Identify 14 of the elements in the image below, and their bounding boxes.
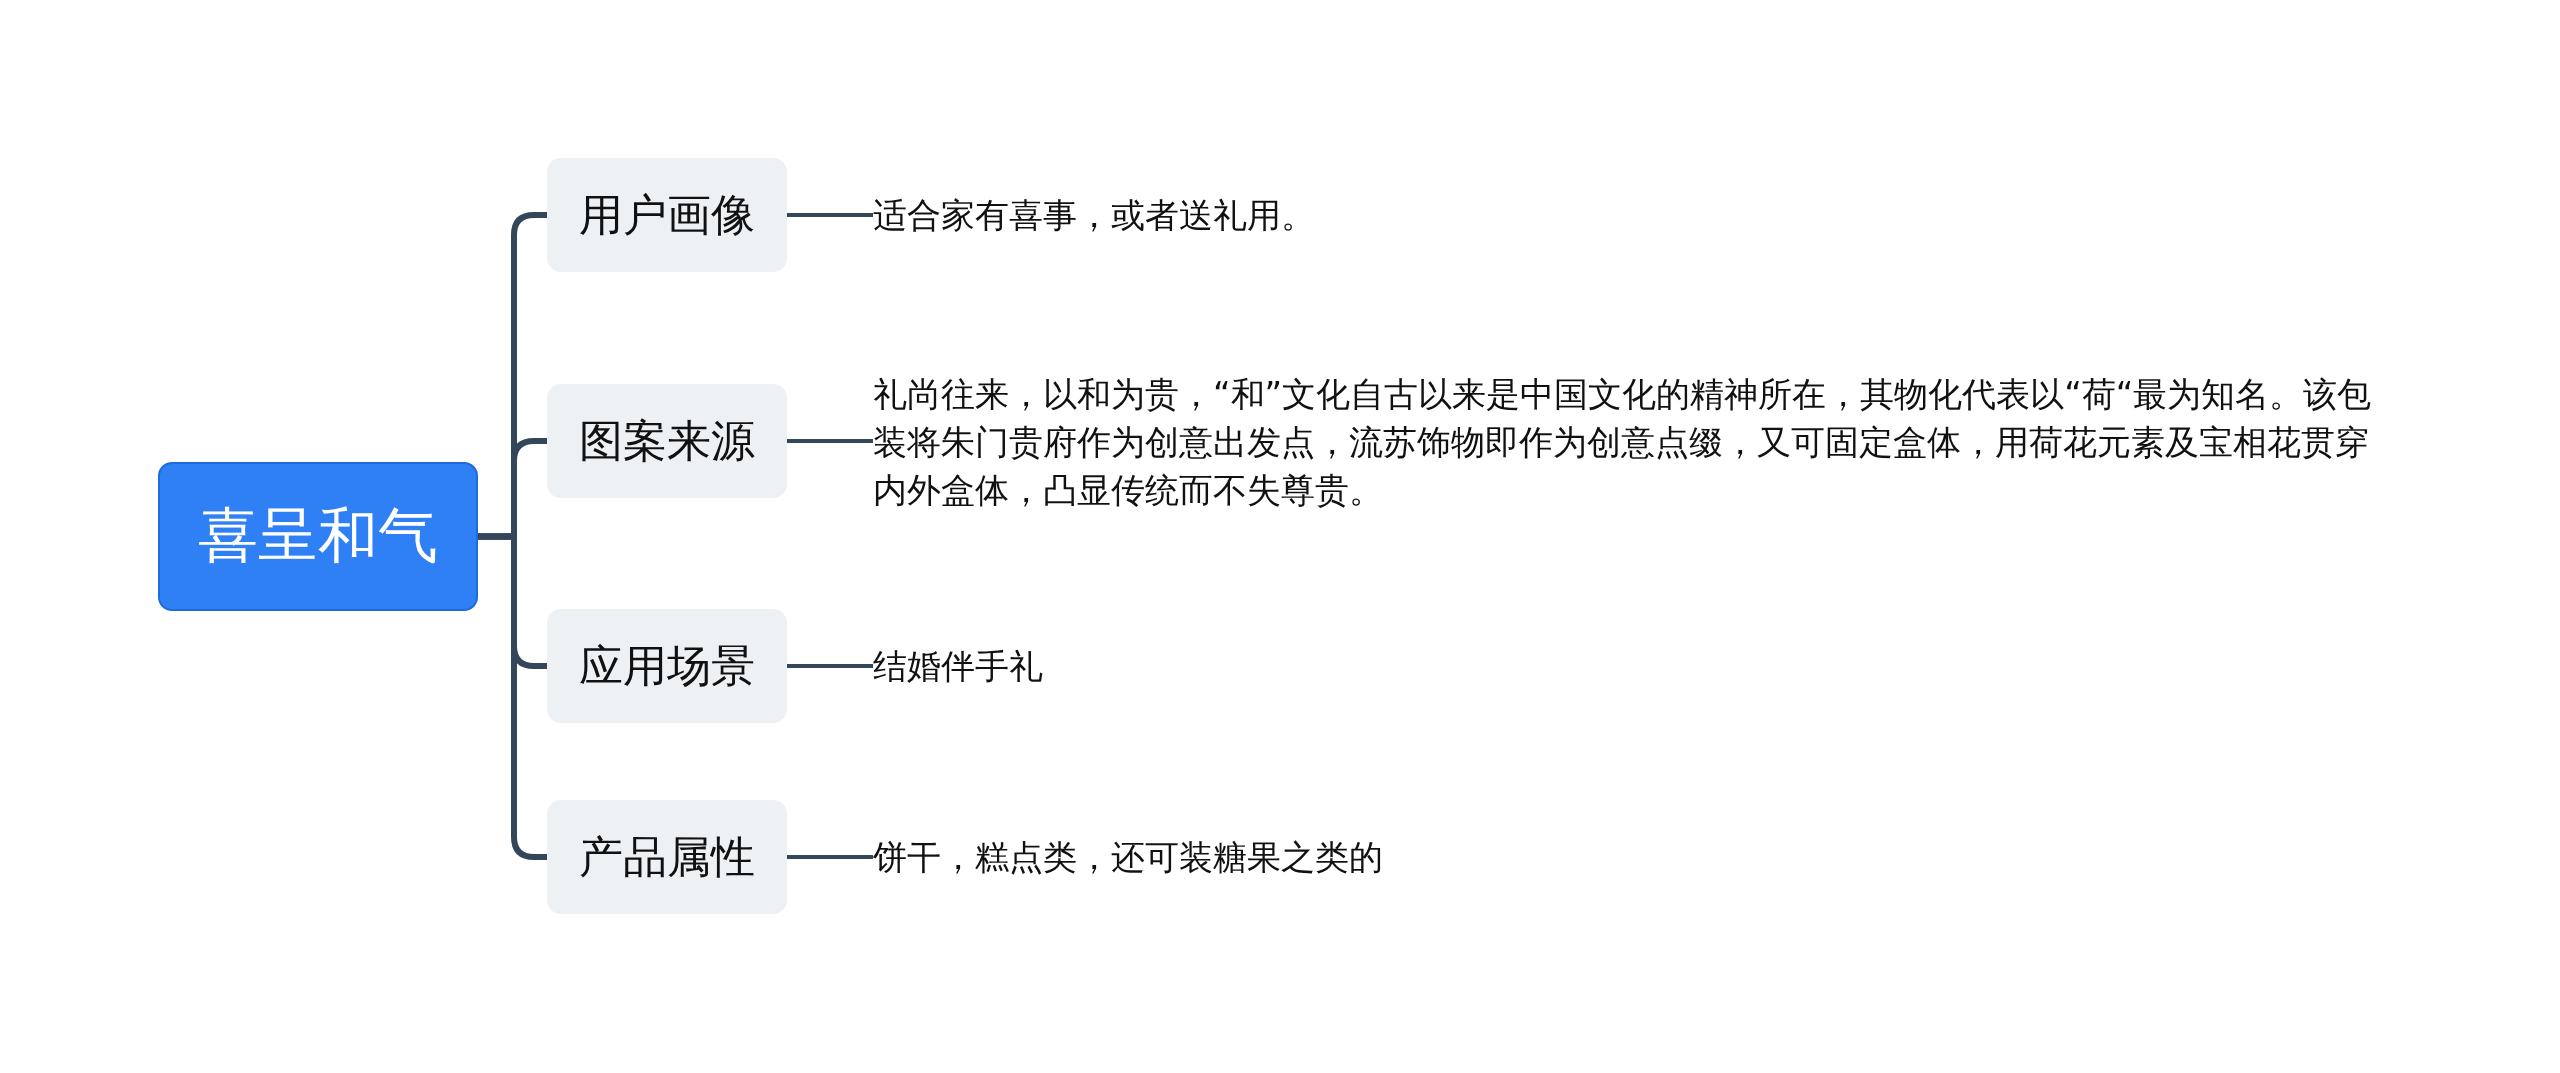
connector-line xyxy=(787,855,873,859)
connector-line xyxy=(787,213,873,217)
topic-box: 产品属性 xyxy=(547,800,787,914)
note-text: 适合家有喜事，或者送礼用。 xyxy=(873,191,1573,239)
topic-box: 应用场景 xyxy=(547,609,787,723)
connector-line xyxy=(478,533,547,860)
note-text: 饼干，糕点类，还可装糖果之类的 xyxy=(873,833,1773,881)
topic-box: 图案来源 xyxy=(547,384,787,498)
note-text: 结婚伴手礼 xyxy=(873,642,1573,690)
topic-box: 用户画像 xyxy=(547,158,787,272)
note-text: 礼尚往来，以和为贵，“和”文化自古以来是中国文化的精神所在，其物化代表以“荷“最为知名。该包装将朱门贵府作为创意出发点，流苏饰物即作为创意点缀，又可固定盒体，用荷花元素及宝相花贯穿内外盒体，凸显传统而不失尊贵。 xyxy=(873,370,2393,514)
root-topic-box: 喜呈和气 xyxy=(158,462,478,611)
connector-line xyxy=(787,664,873,668)
connector-line xyxy=(787,439,873,443)
